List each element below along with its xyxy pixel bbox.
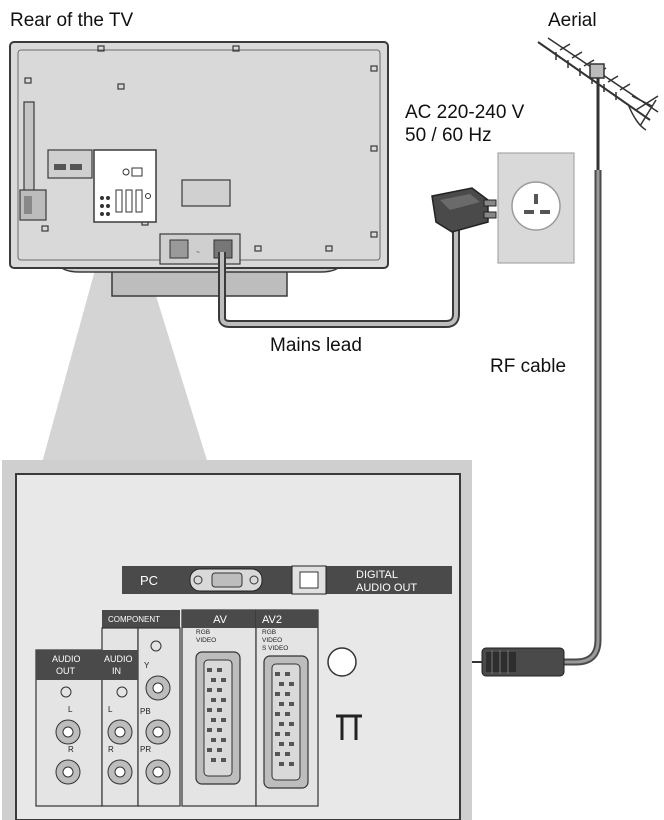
av2-label: AV2: [262, 614, 282, 626]
component-y: Y: [144, 661, 150, 670]
rf-input-port: [327, 647, 357, 677]
connector-panel: PC DIGITAL AUDIO OUT COMPONENT AUDIO OUT…: [2, 460, 472, 820]
digital-audio-out-label-1: DIGITAL: [356, 569, 398, 581]
audio-in-r: R: [108, 745, 114, 754]
pc-label: PC: [140, 573, 158, 588]
audio-out-label-1: AUDIO: [52, 654, 81, 664]
svg-text:~: ~: [196, 249, 200, 256]
av1-video: VIDEO: [196, 637, 216, 644]
av2-svideo: S VIDEO: [262, 645, 288, 652]
aerial-label: Aerial: [548, 10, 597, 31]
digital-audio-out-label-2: AUDIO OUT: [356, 582, 417, 594]
wall-socket: [497, 152, 575, 264]
tv-rear: ~: [9, 41, 389, 297]
component-pr: PR: [140, 745, 151, 754]
component-pb: PB: [140, 707, 151, 716]
mains-plug: [431, 187, 497, 233]
tv-rear-label: Rear of the TV: [10, 10, 134, 31]
component-label: COMPONENT: [108, 615, 160, 624]
av2-rgb: RGB: [262, 629, 276, 636]
rf-cable-label: RF cable: [490, 356, 566, 377]
audio-in-label-2: IN: [112, 666, 121, 676]
callout-wedge: [40, 270, 210, 470]
audio-out-r: R: [68, 745, 74, 754]
aerial: [537, 37, 659, 170]
audio-in-l: L: [108, 705, 113, 714]
av2-video: VIDEO: [262, 637, 282, 644]
tv-connector-block: [93, 149, 157, 223]
av1-rgb: RGB: [196, 629, 210, 636]
aerial-symbol: [336, 714, 362, 740]
audio-out-l: L: [68, 705, 73, 714]
audio-out-label-2: OUT: [56, 666, 76, 676]
ac-frequency-label: 50 / 60 Hz: [405, 125, 492, 146]
audio-in-label-1: AUDIO: [104, 654, 133, 664]
av1-label: AV: [213, 614, 228, 626]
ac-voltage-label: AC 220-240 V: [405, 102, 525, 123]
mains-lead-label: Mains lead: [270, 335, 362, 356]
